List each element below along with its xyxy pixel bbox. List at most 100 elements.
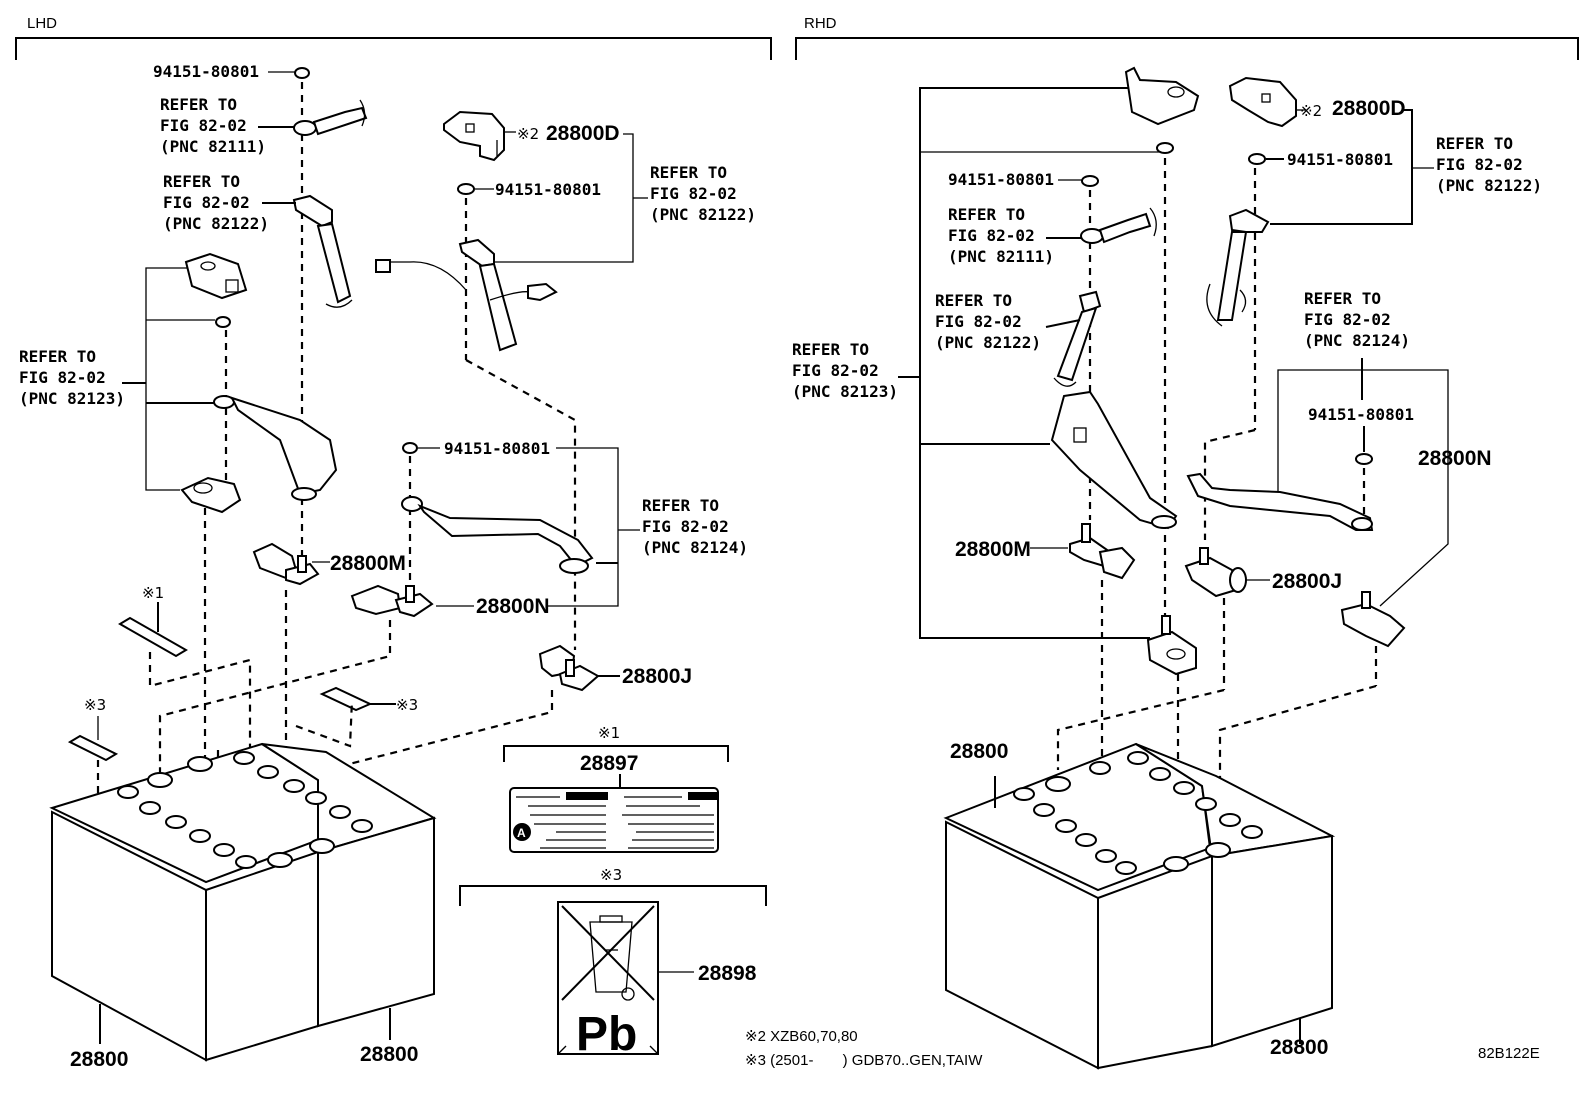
- rhd-ref-82123-l2: FIG 82-02: [792, 361, 879, 380]
- lhd-recycle-sticker-a[interactable]: [67, 734, 119, 762]
- lhd-ref-82123-l1: REFER TO: [19, 347, 96, 366]
- rhd-terminal-j-label[interactable]: 28800J: [1272, 570, 1342, 593]
- lhd-bracket-82124: [548, 447, 619, 607]
- lhd-nut-low-label[interactable]: 94151-80801: [444, 439, 550, 458]
- lhd-nut-low[interactable]: [402, 442, 418, 454]
- rhd-cable-82122b[interactable]: [1206, 208, 1270, 327]
- lhd-ref-82122a-l1: REFER TO: [163, 172, 240, 191]
- lhd-terminal-28800m[interactable]: [252, 542, 320, 586]
- assembly-axis: [1218, 684, 1377, 830]
- labels-note3-mark: ※3: [600, 866, 622, 884]
- rhd-nut-b-label[interactable]: 94151-80801: [1287, 150, 1393, 169]
- section-label-lhd: LHD: [27, 15, 57, 32]
- rhd-terminal-cover-28800d[interactable]: [1228, 76, 1297, 128]
- lhd-nut-mid[interactable]: [457, 183, 475, 195]
- lhd-battery-left[interactable]: [49, 742, 319, 1062]
- lhd-cable-82124[interactable]: [401, 496, 594, 574]
- rhd-battery-bottom-label[interactable]: 28800: [1270, 1036, 1328, 1059]
- rhd-terminal-m-label[interactable]: 28800M: [955, 538, 1031, 561]
- lhd-terminal-28800n[interactable]: [350, 584, 434, 618]
- lhd-nut-top-label[interactable]: 94151-80801: [153, 62, 259, 81]
- rhd-ref-82111-l3[interactable]: (PNC 82111): [948, 247, 1054, 266]
- rhd-ref-82122b-l2: FIG 82-02: [1436, 155, 1523, 174]
- rhd-terminal-28800j[interactable]: [1184, 547, 1247, 598]
- rhd-terminal-clamp-lower[interactable]: [1146, 615, 1197, 676]
- lhd-cable-positive[interactable]: [375, 238, 558, 352]
- rhd-nut-c-label[interactable]: 94151-80801: [1308, 405, 1414, 424]
- rhd-ref-82123-l1: REFER TO: [792, 340, 869, 359]
- rhd-cable-82122a[interactable]: [1053, 290, 1102, 387]
- labels-part-28898[interactable]: 28898: [698, 962, 757, 985]
- lhd-nut-mid-label[interactable]: 94151-80801: [495, 180, 601, 199]
- rhd-cable-82111[interactable]: [1080, 207, 1157, 244]
- lhd-ref-82124-l3[interactable]: (PNC 82124): [642, 538, 748, 557]
- rhd-ref-82123-l3[interactable]: (PNC 82123): [792, 382, 898, 401]
- lhd-nut-top[interactable]: [294, 67, 310, 79]
- rhd-nut-top[interactable]: [1156, 142, 1174, 154]
- lhd-ref-82124-l2: FIG 82-02: [642, 517, 729, 536]
- lhd-cable-82111[interactable]: [293, 99, 368, 136]
- lhd-recycle-sticker-b[interactable]: [319, 686, 373, 712]
- rhd-terminal-n-label[interactable]: 28800N: [1418, 447, 1492, 470]
- rhd-battery-right[interactable]: [1135, 743, 1336, 1048]
- rhd-battery-top-label[interactable]: 28800: [950, 740, 1008, 763]
- rhd-nut-a-label[interactable]: 94151-80801: [948, 170, 1054, 189]
- lhd-terminal-n-label[interactable]: 28800N: [476, 595, 550, 618]
- section-bracket-lhd: [15, 37, 772, 60]
- assembly-axis: [158, 620, 392, 790]
- lhd-ref-82123-l3[interactable]: (PNC 82123): [19, 389, 125, 408]
- lhd-terminal-clamp-upper[interactable]: [180, 476, 242, 514]
- rhd-cover-mark: ※2: [1300, 102, 1322, 120]
- recycle-label-pb: Pb: [576, 1008, 637, 1061]
- lhd-battery-right[interactable]: [261, 743, 437, 1028]
- rhd-ref-82124-l3[interactable]: (PNC 82124): [1304, 331, 1410, 350]
- section-bracket-rhd: [795, 37, 1579, 60]
- lhd-warning-sticker[interactable]: [118, 616, 188, 658]
- rhd-ref-82122a-l2: FIG 82-02: [935, 312, 1022, 331]
- lhd-ref-82122b-l1: REFER TO: [650, 163, 727, 182]
- rhd-nut-b[interactable]: [1248, 153, 1266, 165]
- warning-a-icon: [513, 823, 531, 841]
- rhd-terminal-28800m[interactable]: [1069, 523, 1136, 580]
- lhd-ref-82111-l1: REFER TO: [160, 95, 237, 114]
- rhd-fuse-block[interactable]: [1124, 66, 1200, 126]
- warning-label-28897[interactable]: A: [509, 787, 719, 853]
- rhd-ref-82111-l1: REFER TO: [948, 205, 1025, 224]
- lhd-battery-right-label[interactable]: 28800: [360, 1043, 418, 1066]
- warning-label-header-left: [566, 792, 608, 800]
- lhd-terminal-m-label[interactable]: 28800M: [330, 552, 406, 575]
- lhd-cable-82122[interactable]: [292, 194, 353, 308]
- rhd-bracket-82124: [1277, 369, 1449, 607]
- rhd-cable-82124[interactable]: [1186, 472, 1374, 531]
- lhd-nut-small[interactable]: [215, 316, 231, 328]
- rhd-nut-a[interactable]: [1081, 175, 1099, 187]
- lhd-cover-part-number[interactable]: 28800D: [546, 122, 620, 145]
- lhd-terminal-28800j[interactable]: [538, 644, 600, 692]
- recycle-label-28898[interactable]: [557, 901, 659, 1055]
- rhd-nut-c[interactable]: [1355, 453, 1373, 465]
- lhd-bracket-cable-82123[interactable]: [213, 395, 338, 501]
- lhd-fuse-block[interactable]: [184, 252, 248, 300]
- lhd-ref-82124-l1: REFER TO: [642, 496, 719, 515]
- rhd-terminal-28800n[interactable]: [1340, 591, 1406, 648]
- lhd-ref-82122a-l3[interactable]: (PNC 82122): [163, 214, 269, 233]
- footnote-note3: ※3 (2501- ) GDB70..GEN,TAIW: [745, 1052, 983, 1069]
- rhd-ref-82122b-l3[interactable]: (PNC 82122): [1436, 176, 1542, 195]
- rhd-cover-part-number[interactable]: 28800D: [1332, 97, 1406, 120]
- assembly-axis: [295, 699, 354, 748]
- footnote-note2: ※2 XZB60,70,80: [745, 1028, 858, 1045]
- rhd-bracket-82122b: [1270, 109, 1413, 225]
- lhd-terminal-j-label[interactable]: 28800J: [622, 665, 692, 688]
- lhd-ref-82111-l3[interactable]: (PNC 82111): [160, 137, 266, 156]
- assembly-axis: [1056, 688, 1225, 770]
- labels-part-28897[interactable]: 28897: [580, 752, 638, 775]
- lhd-ref-82122b-l3[interactable]: (PNC 82122): [650, 205, 756, 224]
- lhd-terminal-cover-28800d[interactable]: [443, 110, 505, 162]
- rhd-ref-82122a-l3[interactable]: (PNC 82122): [935, 333, 1041, 352]
- lhd-battery-caps: [117, 751, 373, 869]
- lhd-battery-left-label[interactable]: 28800: [70, 1048, 128, 1071]
- assembly-axis: [148, 652, 252, 760]
- lhd-bracket-82123: [145, 267, 215, 491]
- rhd-bracket-cable-82123[interactable]: [1050, 390, 1178, 530]
- rhd-battery-left[interactable]: [943, 742, 1213, 1070]
